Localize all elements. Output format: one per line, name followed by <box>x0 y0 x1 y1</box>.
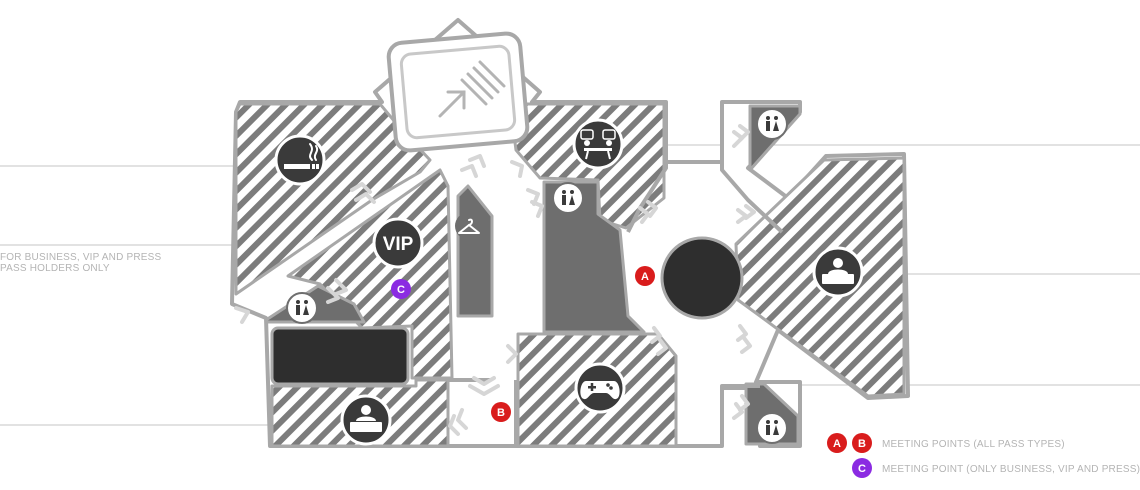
entrance <box>386 31 530 153</box>
legend: A B MEETING POINTS (ALL PASS TYPES) C ME… <box>827 433 1140 478</box>
door-chevron <box>354 192 376 204</box>
poi-restroom-left[interactable] <box>286 292 318 324</box>
meeting-point-a[interactable]: A <box>635 266 655 286</box>
hatched-zones <box>234 102 906 448</box>
door-chevron <box>646 200 658 218</box>
door-chevron <box>732 402 744 420</box>
door-chevron <box>526 188 540 206</box>
door-chevron <box>650 326 662 344</box>
poi-restroom-center[interactable] <box>552 182 584 214</box>
info-desk-icon <box>350 405 382 432</box>
reception-desk-icon <box>822 258 854 284</box>
poi-cloakroom[interactable] <box>455 212 483 240</box>
legend-item-all-passes: A B MEETING POINTS (ALL PASS TYPES) <box>827 433 1065 453</box>
door-chevron <box>738 394 750 412</box>
meeting-point-b[interactable]: B <box>491 402 511 422</box>
door-chevron <box>468 154 486 168</box>
smoking-icon <box>284 143 319 169</box>
central-column <box>660 236 744 320</box>
door-chevron <box>506 344 518 364</box>
door-chevron <box>334 278 348 296</box>
meeting-point-b-label: B <box>497 407 505 419</box>
door-chevron <box>736 324 748 342</box>
gamepad-icon <box>580 381 620 400</box>
poi-gaming[interactable] <box>574 362 626 414</box>
poi-vip-lounge[interactable]: VIP <box>372 217 424 269</box>
door-chevron <box>744 204 756 220</box>
door-chevron <box>460 164 478 178</box>
vip-pass-note-line1: FOR BUSINESS, VIP AND PRESS <box>0 252 162 263</box>
door-chevron <box>472 376 496 386</box>
poi-restroom-top-right[interactable] <box>756 108 788 140</box>
restroom-icon <box>562 190 575 205</box>
door-chevron <box>530 200 544 218</box>
meeting-point-c-label: C <box>397 284 405 296</box>
door-chevron <box>326 286 340 304</box>
poi-reception[interactable] <box>812 246 864 298</box>
meeting-point-c[interactable]: C <box>391 279 411 299</box>
door-chevron <box>740 336 752 354</box>
poi-smoking[interactable] <box>274 134 326 186</box>
hanger-icon <box>458 218 480 234</box>
door-chevron <box>234 306 250 324</box>
solid-blocks <box>264 104 802 446</box>
door-chevron <box>510 160 524 178</box>
corridor-wall-3 <box>720 384 760 446</box>
restroom-icon <box>296 300 309 315</box>
vip-pass-note: FOR BUSINESS, VIP AND PRESS PASS HOLDERS… <box>0 252 200 274</box>
door-chevron <box>738 124 750 142</box>
legend-marker-a-label: A <box>833 438 841 450</box>
restroom-icon <box>766 116 779 131</box>
corridor-wall-1 <box>626 104 668 233</box>
corridor-walls <box>448 104 784 446</box>
dark-block-left <box>270 326 410 386</box>
door-chevron <box>448 414 460 436</box>
door-chevron <box>468 384 500 396</box>
door-chevrons <box>234 124 756 436</box>
legend-item-vip: C MEETING POINT (ONLY BUSINESS, VIP AND … <box>852 458 1140 478</box>
legend-marker-b-label: B <box>858 438 866 450</box>
meeting-table-icon <box>580 129 616 160</box>
vip-pass-note-line2: PASS HOLDERS ONLY <box>0 263 110 274</box>
door-chevron <box>638 206 650 224</box>
restroom-block-center <box>542 180 646 334</box>
poi-meeting-room[interactable] <box>572 118 624 170</box>
legend-text-vip: MEETING POINT (ONLY BUSINESS, VIP AND PR… <box>882 464 1140 475</box>
poi-restroom-bottom-right[interactable] <box>756 412 788 444</box>
legend-marker-c-label: C <box>858 463 866 475</box>
legend-text-all-passes: MEETING POINTS (ALL PASS TYPES) <box>882 439 1065 450</box>
corridor-wall-2 <box>720 104 784 234</box>
meeting-point-a-label: A <box>641 271 649 283</box>
legend-marker-c <box>852 458 872 478</box>
legend-marker-b <box>852 433 872 453</box>
door-chevron <box>656 338 668 356</box>
vip-icon-label: VIP <box>383 234 414 255</box>
restroom-icon <box>766 420 779 435</box>
door-chevron <box>350 182 372 194</box>
door-chevron <box>456 408 468 430</box>
entrance-arrow-icon <box>438 60 506 118</box>
legend-marker-a <box>827 433 847 453</box>
poi-info-desk[interactable] <box>340 394 392 446</box>
